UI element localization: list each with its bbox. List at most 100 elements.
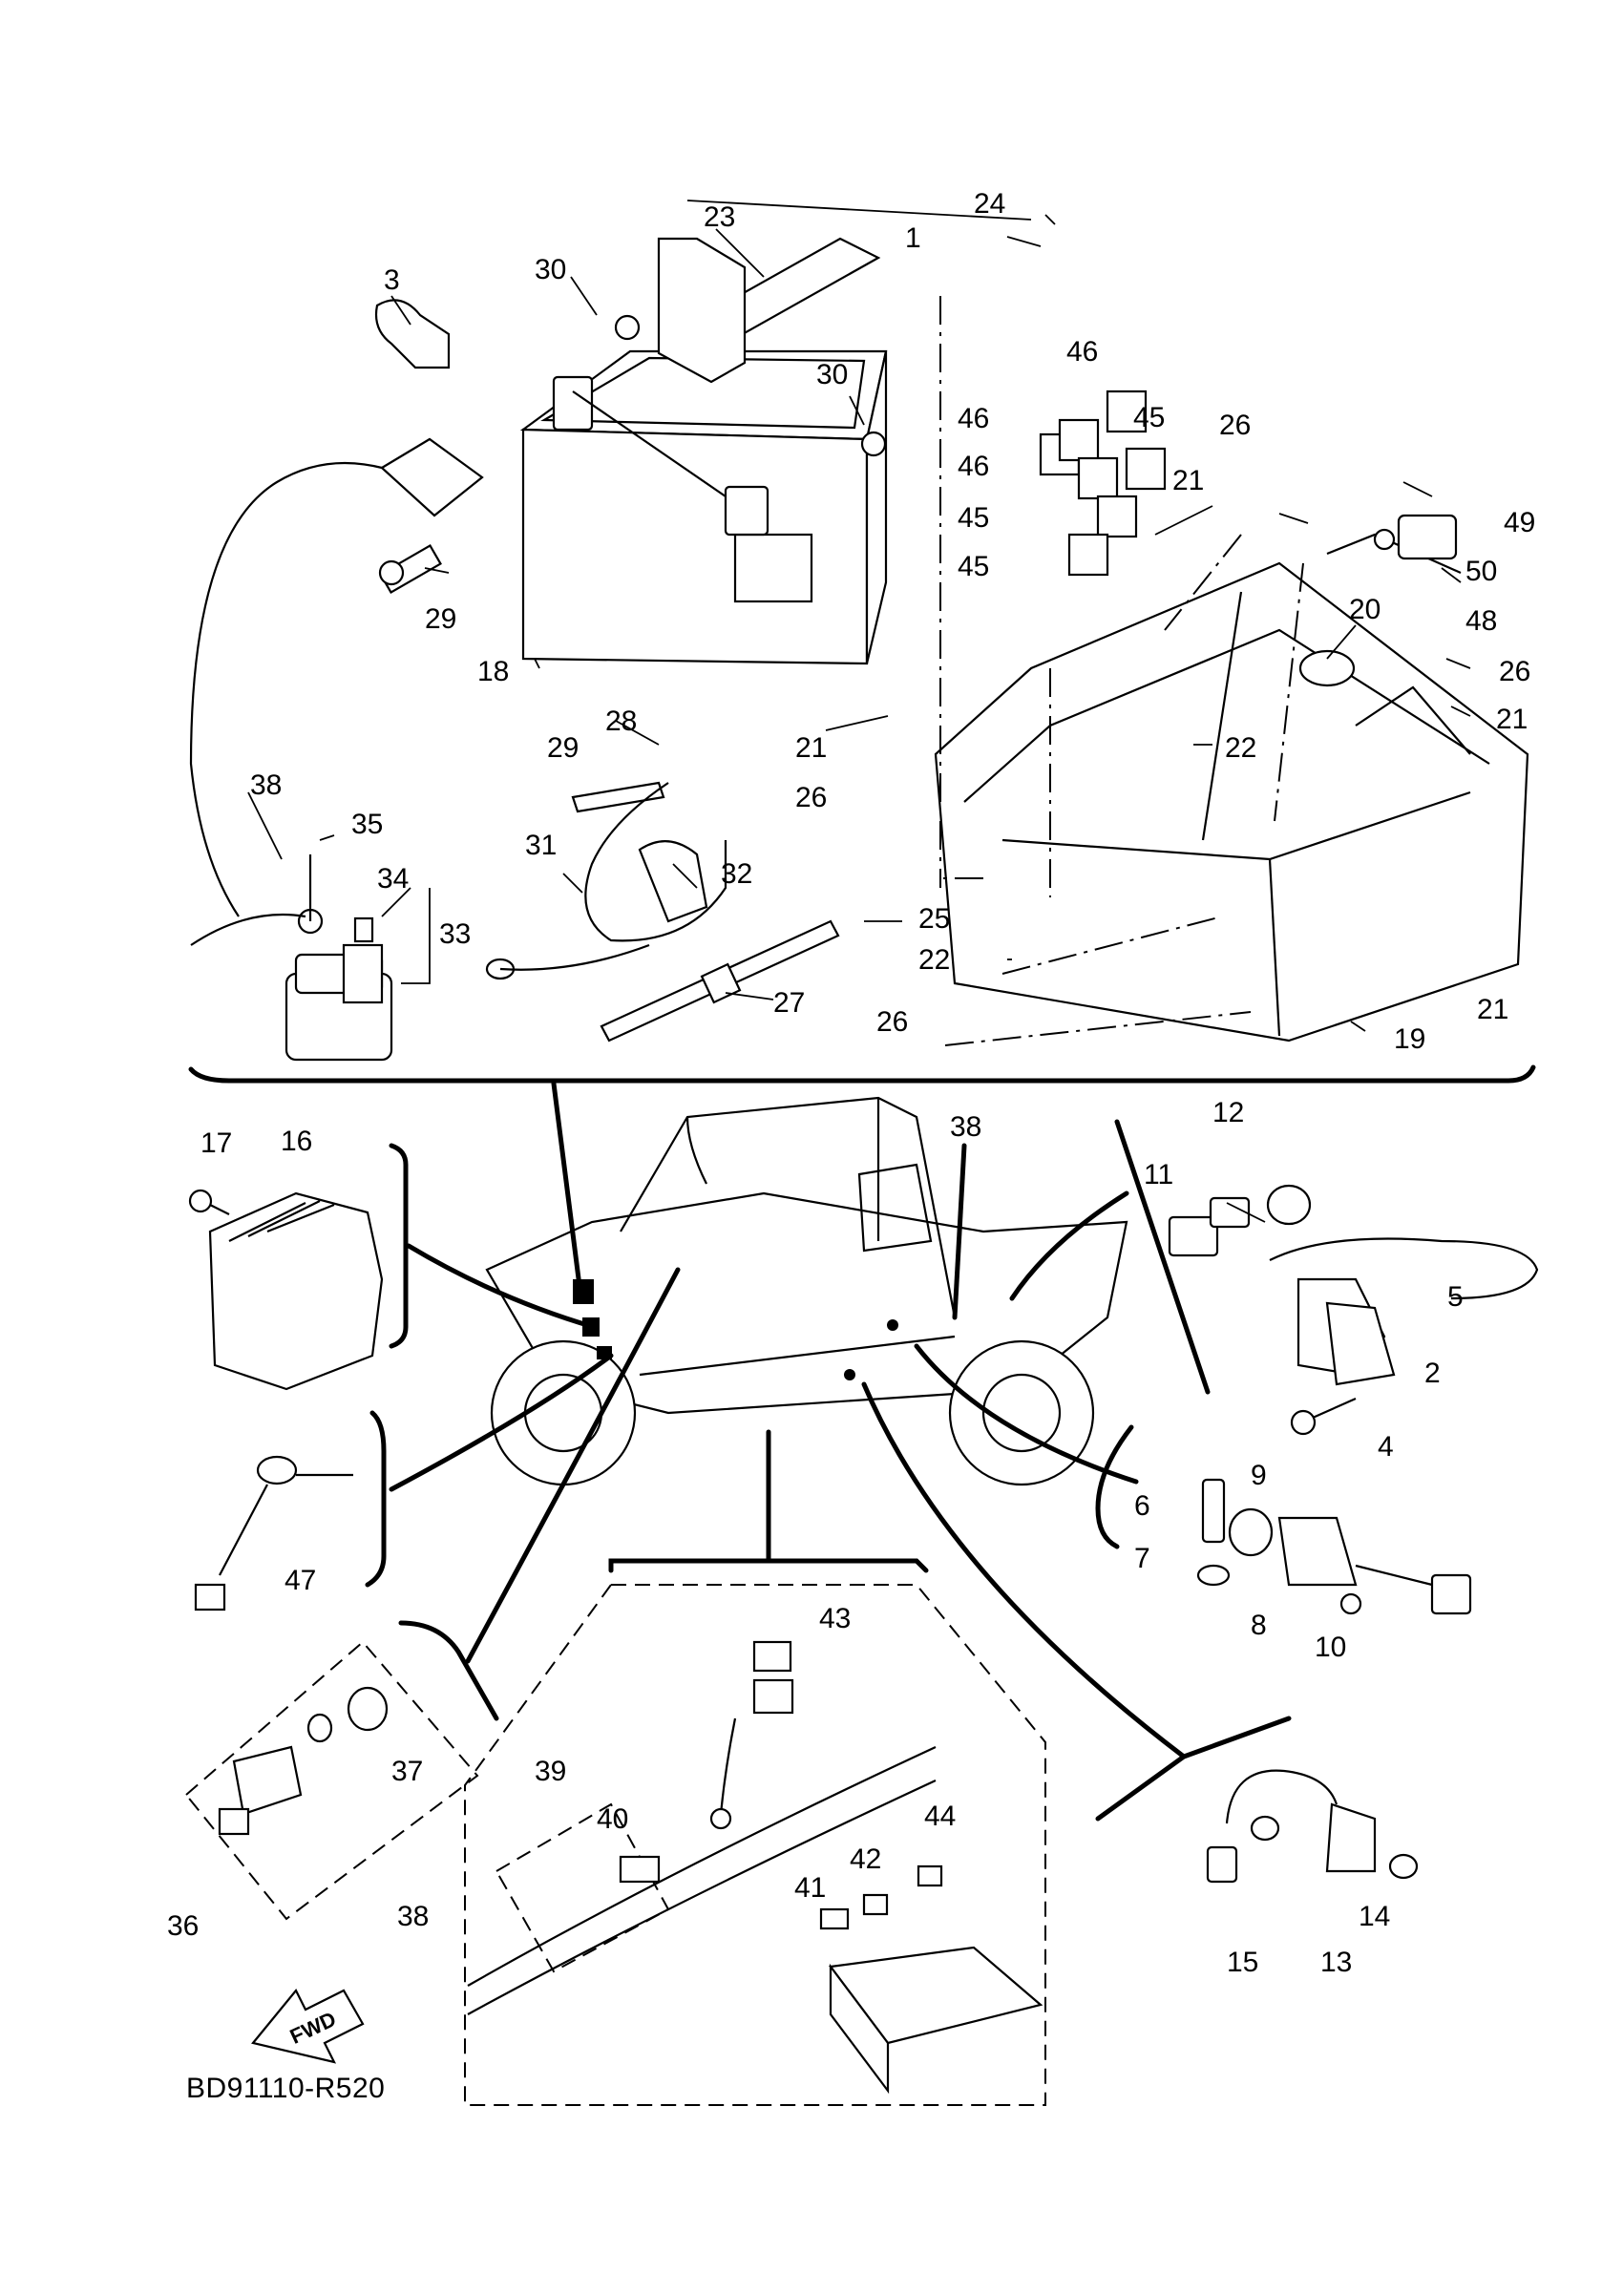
- label-12: 12: [1212, 1097, 1244, 1128]
- callout-line-11: [1009, 1190, 1129, 1301]
- label-26d: 26: [876, 1006, 908, 1038]
- label-7: 7: [1134, 1543, 1150, 1574]
- starter-relay-drawing: [190, 854, 393, 1062]
- label-13: 13: [1320, 1947, 1352, 1978]
- switch-36-group: [184, 1640, 479, 1921]
- label-32: 32: [721, 858, 752, 890]
- cap-8-drawing: [1228, 1507, 1472, 1615]
- label-39: 39: [535, 1756, 566, 1787]
- label-42: 42: [850, 1843, 881, 1875]
- label-38b: 38: [950, 1111, 981, 1143]
- label-29b: 29: [547, 732, 579, 764]
- callout-line-13: [861, 1381, 1187, 1759]
- leader-bolt-26: [1164, 534, 1242, 631]
- label-41: 41: [794, 1872, 826, 1904]
- fwd-arrow: FWD: [251, 1988, 365, 2064]
- label-31: 31: [525, 830, 557, 861]
- diagram-code: BD91110-R520: [186, 2073, 385, 2104]
- vehicle-overview: [365, 1081, 1292, 1822]
- label-29a: 29: [425, 603, 456, 635]
- spark-plug-drawing: [1196, 1478, 1231, 1587]
- label-11: 11: [1144, 1159, 1173, 1190]
- label-38a: 38: [250, 769, 282, 801]
- label-1: 1: [905, 222, 921, 254]
- bracket-13: [1095, 1716, 1292, 1822]
- label-20: 20: [1349, 594, 1381, 625]
- label-46b: 46: [958, 403, 989, 434]
- label-30a: 30: [535, 254, 566, 285]
- label-46c: 46: [958, 451, 989, 482]
- label-40: 40: [597, 1803, 628, 1835]
- nut-30-right-drawing: [860, 431, 887, 457]
- label-5: 5: [1447, 1281, 1464, 1313]
- bracket-36: [398, 1620, 499, 1721]
- label-48: 48: [1465, 605, 1497, 637]
- label-22b: 22: [918, 944, 950, 976]
- label-45b: 45: [958, 502, 989, 534]
- label-38c: 38: [397, 1901, 429, 1932]
- callout-line-harness-top: [551, 1081, 583, 1296]
- callout-line-47: [389, 1353, 614, 1492]
- label-21b: 21: [795, 732, 827, 764]
- label-43: 43: [819, 1603, 851, 1634]
- label-14: 14: [1359, 1901, 1390, 1932]
- label-17: 17: [200, 1127, 232, 1159]
- label-2: 2: [1424, 1358, 1441, 1389]
- label-3: 3: [384, 264, 400, 296]
- section-divider: [188, 1064, 1536, 1084]
- label-15: 15: [1227, 1947, 1258, 1978]
- label-45c: 45: [958, 551, 989, 582]
- label-28: 28: [605, 706, 637, 737]
- label-22a: 22: [1225, 732, 1256, 764]
- label-30b: 30: [816, 359, 848, 390]
- sensor-48-drawing: [1326, 514, 1462, 575]
- label-9: 9: [1251, 1460, 1267, 1491]
- label-18: 18: [477, 656, 509, 687]
- callout-line-16: [406, 1243, 597, 1330]
- label-37: 37: [391, 1756, 423, 1787]
- label-26b: 26: [1499, 656, 1530, 687]
- rectifier-regulator-drawing: [188, 1189, 384, 1391]
- clamp-3-drawing: [374, 299, 451, 369]
- label-47: 47: [285, 1565, 316, 1596]
- label-49: 49: [1504, 507, 1535, 538]
- upper-assembly: [188, 237, 1536, 1084]
- label-24: 24: [974, 188, 1005, 220]
- bracket-11: [1114, 1119, 1211, 1395]
- label-45a: 45: [1133, 402, 1165, 433]
- nut-30-left-drawing: [614, 314, 641, 341]
- label-25: 25: [918, 903, 950, 935]
- callout-line-36: [465, 1267, 681, 1664]
- label-19: 19: [1394, 1023, 1425, 1055]
- ground-lead-drawing: [485, 781, 727, 980]
- label-34: 34: [377, 863, 409, 895]
- label-21a: 21: [1172, 465, 1204, 496]
- sensor-47-drawing: [194, 1455, 353, 1611]
- label-8: 8: [1251, 1610, 1267, 1641]
- leader-right-48: [1274, 562, 1304, 822]
- leader-box-bottom: [944, 1011, 1252, 1046]
- battery-drawing: [519, 349, 888, 665]
- callout-line-38-top: [952, 1143, 967, 1320]
- bracket-47: [365, 1410, 387, 1588]
- ecu-drawing: [657, 237, 747, 384]
- bracket-38-box: [608, 1558, 929, 1573]
- bracket-16: [389, 1143, 409, 1349]
- label-46a: 46: [1066, 336, 1098, 368]
- leader-box-mid: [1001, 916, 1223, 975]
- grommet-drawing: [1298, 649, 1356, 687]
- label-36: 36: [167, 1910, 199, 1942]
- ignition-coil-drawing: [1269, 1237, 1539, 1436]
- label-23: 23: [704, 201, 735, 233]
- label-16: 16: [281, 1126, 312, 1157]
- part-labels: 1 2 3 4 5 6 7 8 9 10 11 12 13 14 15 16 1…: [167, 188, 1535, 1978]
- label-26a: 26: [1219, 410, 1251, 441]
- battery-box-drawing: [934, 561, 1529, 1043]
- bracket-6: [1095, 1424, 1134, 1549]
- sensor-11-drawing: [1168, 1184, 1312, 1257]
- relays-drawing: [1039, 390, 1167, 577]
- label-6: 6: [1134, 1490, 1150, 1522]
- label-50: 50: [1465, 556, 1497, 587]
- label-leaders: [247, 200, 1471, 1223]
